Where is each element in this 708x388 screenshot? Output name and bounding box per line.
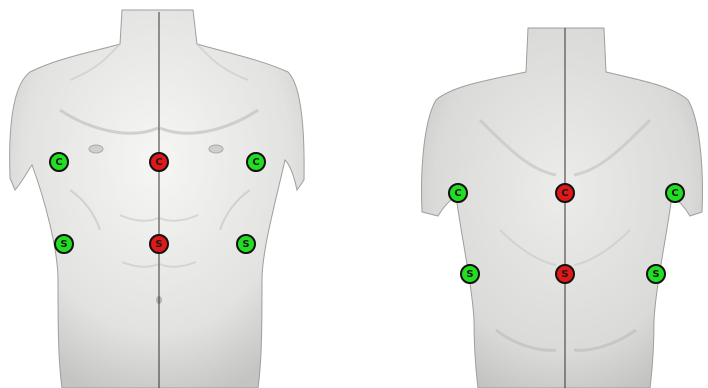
back-torso-view (422, 28, 703, 388)
marker-label: S (561, 269, 568, 280)
marker-label: S (242, 239, 249, 250)
marker-label: C (55, 157, 62, 168)
front-torso-view (10, 10, 304, 388)
marker-label: C (252, 157, 259, 168)
marker-back-left-lower: S (461, 265, 479, 283)
marker-label: S (155, 239, 162, 250)
front-torso-silhouette (10, 10, 304, 388)
marker-back-center-upper: C (556, 184, 574, 202)
marker-label: S (652, 269, 659, 280)
marker-label: C (454, 188, 461, 199)
marker-back-center-lower: S (556, 265, 574, 283)
marker-label: C (155, 157, 162, 168)
marker-label: S (60, 239, 67, 250)
marker-label: S (466, 269, 473, 280)
marker-front-left-chest: C (50, 153, 68, 171)
marker-front-left-abdomen: S (55, 235, 73, 253)
marker-front-center-chest: C (150, 153, 168, 171)
marker-back-left-upper: C (449, 184, 467, 202)
back-torso-silhouette (422, 28, 703, 388)
marker-back-right-lower: S (647, 265, 665, 283)
marker-back-right-upper: C (666, 184, 684, 202)
marker-label: C (671, 188, 678, 199)
marker-label: C (561, 188, 568, 199)
marker-front-right-chest: C (247, 153, 265, 171)
marker-front-right-abdomen: S (237, 235, 255, 253)
marker-front-center-abdomen: S (150, 235, 168, 253)
